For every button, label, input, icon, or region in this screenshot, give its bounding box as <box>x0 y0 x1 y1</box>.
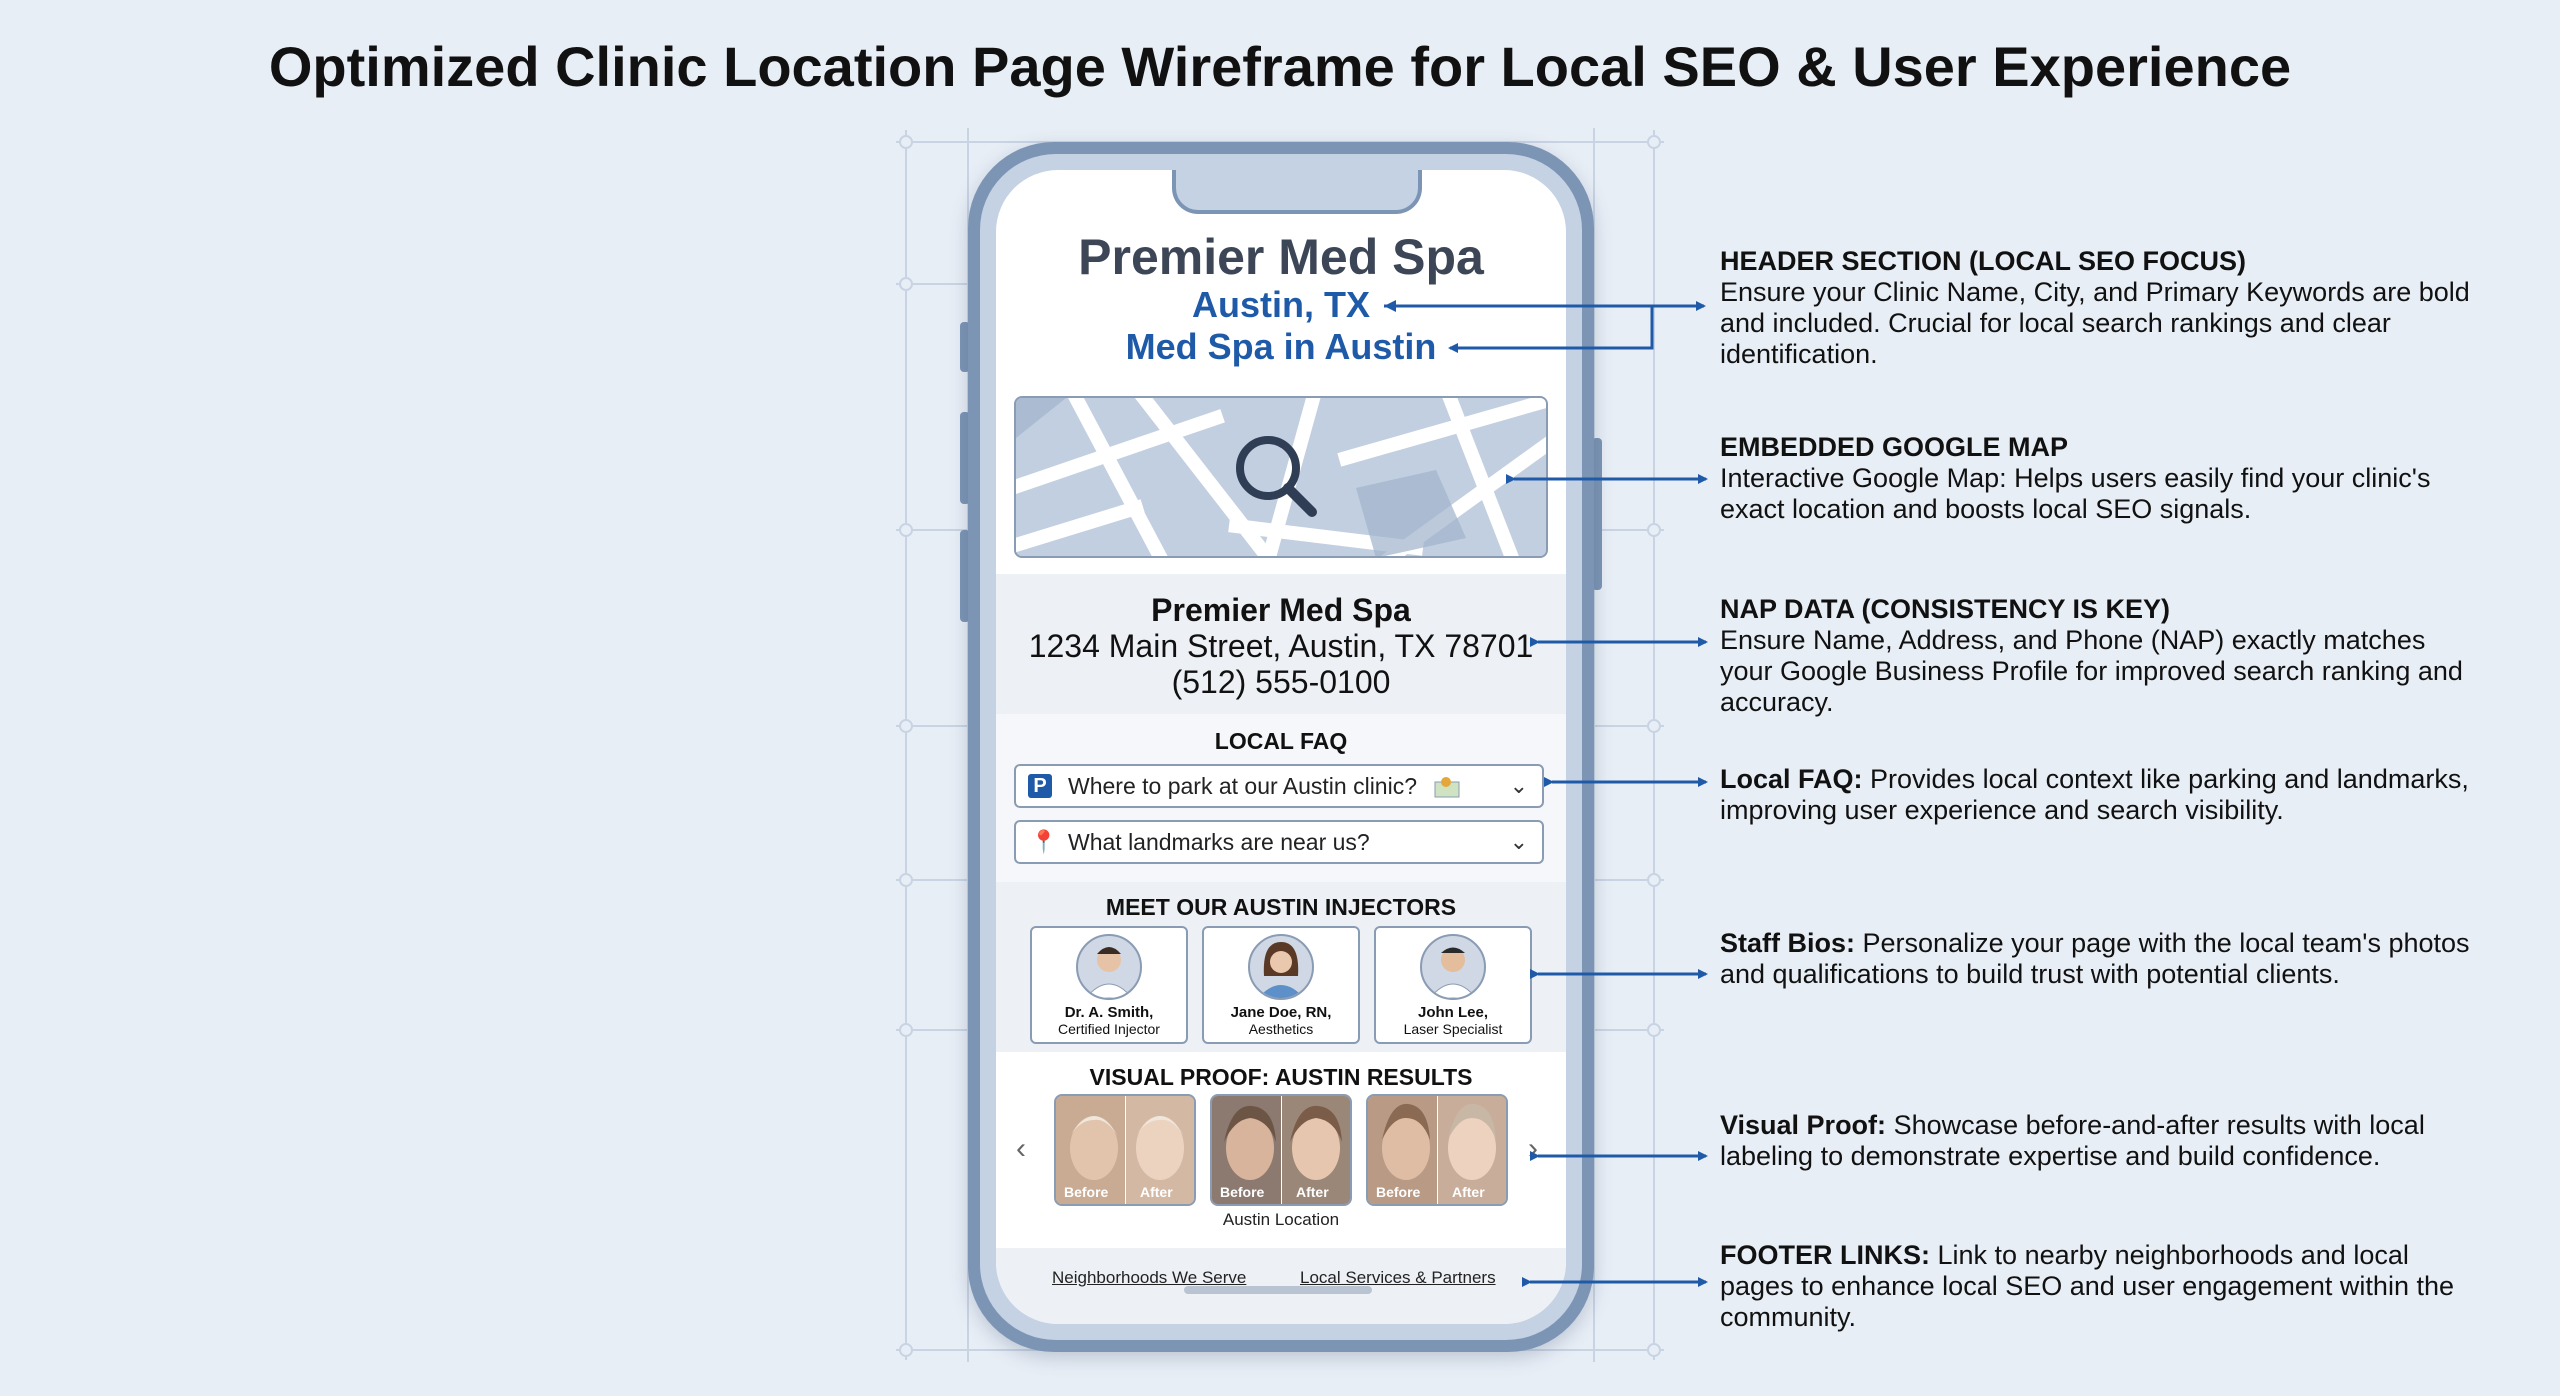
faq-item-parking[interactable]: P Where to park at our Austin clinic? ⌄ <box>1014 764 1544 808</box>
annotation-heading: EMBEDDED GOOGLE MAP <box>1720 432 2069 462</box>
annotation-lead: Local FAQ: <box>1720 764 1863 794</box>
avatar <box>1420 934 1486 1000</box>
faq-question: Where to park at our Austin clinic? <box>1068 773 1417 799</box>
embedded-map[interactable] <box>1014 396 1548 558</box>
staff-name: John Lee, <box>1417 1004 1488 1021</box>
staff-role: Laser Specialist <box>1403 1021 1503 1037</box>
before-after-card[interactable]: Before After <box>1054 1094 1196 1206</box>
annotation-body: Personalize your page with the local tea… <box>1720 928 2470 989</box>
staff-role: Certified Injector <box>1058 1021 1160 1037</box>
annotation-lead: Staff Bios: <box>1720 928 1855 958</box>
annotation-heading: HEADER SECTION (LOCAL SEO FOCUS) <box>1720 246 2247 276</box>
before-photo: Before <box>1212 1096 1281 1204</box>
staff-card[interactable]: Dr. A. Smith, Certified Injector <box>1030 926 1188 1044</box>
annotation-lead: Visual Proof: <box>1720 1110 1887 1140</box>
chevron-down-icon: ⌄ <box>1509 829 1528 854</box>
phone-notch <box>1172 170 1422 214</box>
annotation-proof: Visual Proof: Showcase before-and-after … <box>1720 1110 2480 1172</box>
parking-icon: P <box>1028 774 1052 798</box>
annotation-body: Showcase before-and-after results with l… <box>1720 1110 2425 1171</box>
map-graphic <box>1016 398 1546 556</box>
annotation-map: EMBEDDED GOOGLE MAP Interactive Google M… <box>1720 432 2480 525</box>
search-icon <box>1236 436 1317 517</box>
avatar <box>1076 934 1142 1000</box>
staff-name: Dr. A. Smith, <box>1064 1004 1154 1021</box>
after-label: After <box>1296 1184 1329 1200</box>
before-label: Before <box>1064 1184 1109 1200</box>
phone-mockup: Premier Med Spa Austin, TX Med Spa in Au… <box>968 142 1594 1352</box>
annotation-header: HEADER SECTION (LOCAL SEO FOCUS) Ensure … <box>1720 246 2480 370</box>
staff-card[interactable]: Jane Doe, RN, Aesthetics <box>1202 926 1360 1044</box>
phone-mute-switch <box>960 322 970 372</box>
staff-card[interactable]: John Lee, Laser Specialist <box>1374 926 1532 1044</box>
after-photo: After <box>1125 1096 1194 1204</box>
nap-address: 1234 Main Street, Austin, TX 78701 <box>1028 628 1534 664</box>
annotation-body: Provides local context like parking and … <box>1720 764 2469 825</box>
page-title: Optimized Clinic Location Page Wireframe… <box>268 35 2292 98</box>
staff-title: MEET OUR AUSTIN INJECTORS <box>1105 894 1457 920</box>
header-section: Premier Med Spa Austin, TX Med Spa in Au… <box>996 170 1566 560</box>
before-label: Before <box>1220 1184 1265 1200</box>
clinic-name-heading: Premier Med Spa <box>1078 229 1484 285</box>
annotation-lead: FOOTER LINKS: <box>1720 1240 1930 1270</box>
footer-link-neighborhoods[interactable]: Neighborhoods We Serve <box>1052 1268 1247 1287</box>
before-after-card[interactable]: Before After <box>1366 1094 1508 1206</box>
annotation-heading: NAP DATA (CONSISTENCY IS KEY) <box>1720 594 2171 624</box>
footer-link-local-services[interactable]: Local Services & Partners <box>1300 1268 1496 1287</box>
staff-role: Aesthetics <box>1248 1021 1314 1037</box>
avatar <box>1248 934 1314 1000</box>
after-photo: After <box>1281 1096 1350 1204</box>
annotation-staff: Staff Bios: Personalize your page with t… <box>1720 928 2480 990</box>
proof-caption: Austin Location <box>1222 1210 1340 1229</box>
home-indicator <box>1184 1286 1372 1294</box>
faq-question: What landmarks are near us? <box>1068 829 1370 855</box>
staff-name: Jane Doe, RN, <box>1230 1004 1332 1021</box>
proof-title: VISUAL PROOF: AUSTIN RESULTS <box>1089 1064 1473 1090</box>
map-thumbnail-icon <box>1434 777 1460 798</box>
chevron-right-icon[interactable]: › <box>1528 1132 1538 1165</box>
after-label: After <box>1452 1184 1485 1200</box>
annotation-body: Ensure your Clinic Name, City, and Prima… <box>1720 277 2470 369</box>
visual-proof-section: VISUAL PROOF: AUSTIN RESULTS ‹ › Before … <box>996 1052 1566 1248</box>
nap-section: Premier Med Spa 1234 Main Street, Austin… <box>996 574 1566 714</box>
annotation-nap: NAP DATA (CONSISTENCY IS KEY) Ensure Nam… <box>1720 594 2480 718</box>
phone-power-button <box>1592 438 1602 590</box>
location-pin-icon: 📍 <box>1030 829 1058 854</box>
chevron-down-icon: ⌄ <box>1509 773 1528 798</box>
chevron-left-icon[interactable]: ‹ <box>1016 1132 1026 1165</box>
phone-volume-down-button <box>960 530 970 622</box>
after-photo: After <box>1437 1096 1506 1204</box>
annotation-faq: Local FAQ: Provides local context like p… <box>1720 764 2480 826</box>
keyword-heading: Med Spa in Austin <box>1125 326 1437 367</box>
annotation-body: Ensure Name, Address, and Phone (NAP) ex… <box>1720 625 2463 717</box>
nap-name: Premier Med Spa <box>1151 592 1411 628</box>
city-heading: Austin, TX <box>1192 284 1370 325</box>
after-label: After <box>1140 1184 1173 1200</box>
before-label: Before <box>1376 1184 1421 1200</box>
annotation-body: Link to nearby neighborhoods and local p… <box>1720 1240 2454 1332</box>
faq-title: LOCAL FAQ <box>1214 728 1348 754</box>
before-photo: Before <box>1368 1096 1437 1204</box>
before-after-card[interactable]: Before After <box>1210 1094 1352 1206</box>
faq-item-landmarks[interactable]: 📍 What landmarks are near us? ⌄ <box>1014 820 1544 864</box>
staff-section: MEET OUR AUSTIN INJECTORS Dr. A. Smith, … <box>996 882 1566 1052</box>
annotation-footer: FOOTER LINKS: Link to nearby neighborhoo… <box>1720 1240 2480 1333</box>
nap-phone[interactable]: (512) 555-0100 <box>1171 664 1391 700</box>
before-photo: Before <box>1056 1096 1125 1204</box>
phone-volume-up-button <box>960 412 970 504</box>
faq-section: LOCAL FAQ P Where to park at our Austin … <box>996 714 1566 882</box>
phone-bezel: Premier Med Spa Austin, TX Med Spa in Au… <box>980 154 1582 1340</box>
annotation-body: Interactive Google Map: Helps users easi… <box>1720 463 2431 524</box>
phone-screen: Premier Med Spa Austin, TX Med Spa in Au… <box>996 170 1566 1324</box>
